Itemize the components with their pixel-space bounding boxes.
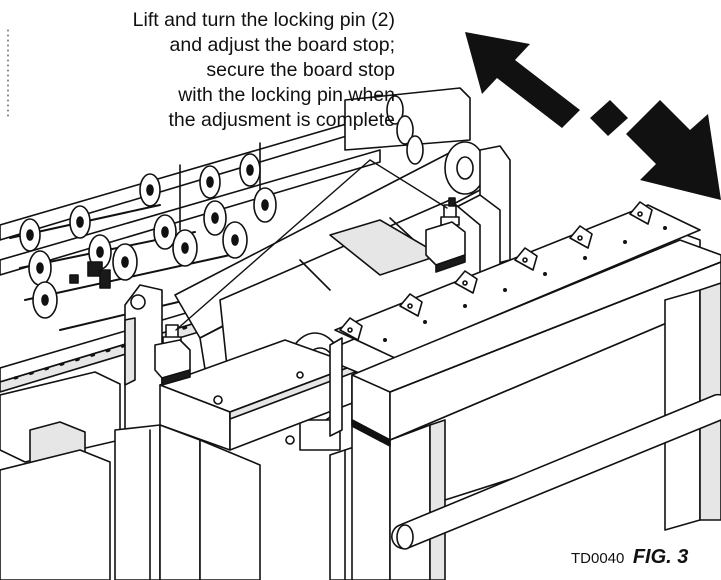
board-stop-frame: [329, 201, 721, 580]
direction-arrows: [465, 32, 721, 200]
locking-pin-left: [154, 324, 191, 386]
floor-blocks: [0, 371, 121, 580]
instruction-callout: Lift and turn the locking pin (2) and ad…: [20, 8, 395, 133]
back-rollers: [344, 87, 471, 165]
legs: [114, 424, 361, 580]
callout-line-1: Lift and turn the locking pin (2): [132, 9, 395, 31]
callout-line-2: and adjust the board stop;: [169, 34, 396, 56]
callout-line-3: secure the board stop: [206, 59, 395, 81]
figure-label: TD0040 FIG. 3: [571, 546, 688, 569]
callout-line-5: the adjusment is complete: [168, 109, 395, 131]
callout-line-4: with the locking pin when: [178, 84, 395, 106]
figure-code: TD0040: [571, 550, 625, 567]
bottom-pipe: [391, 393, 721, 550]
figure-number: FIG. 3: [632, 546, 689, 568]
leader-lines: [175, 159, 448, 331]
front-crossbeam: [159, 339, 356, 451]
